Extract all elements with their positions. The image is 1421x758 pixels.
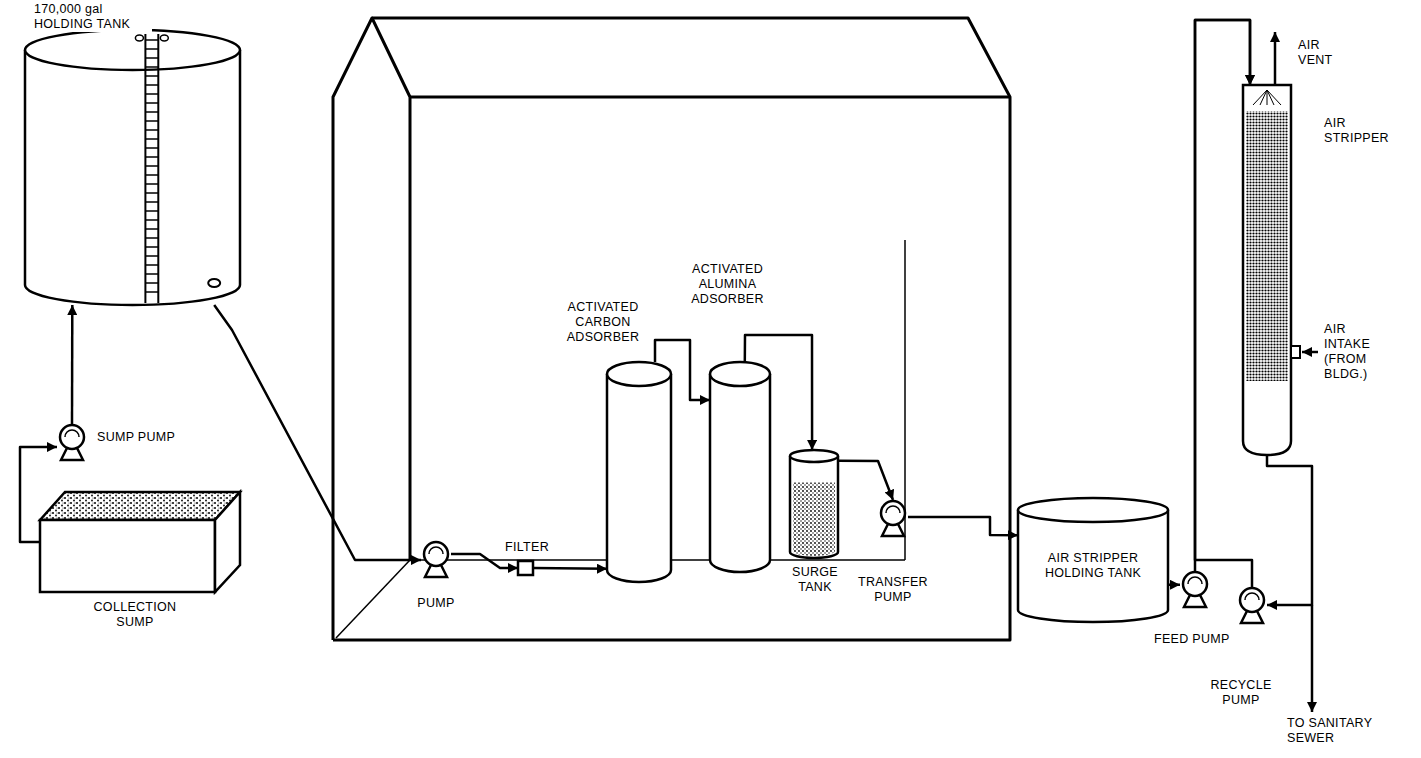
component-label: 170,000 gal HOLDING TANK (32, 2, 152, 32)
component-label: AIR STRIPPER (1322, 116, 1396, 146)
cyl-shape (607, 362, 671, 582)
component-label: ACTIVATED CARBON ADSORBER (558, 300, 648, 345)
pump-shape (424, 542, 448, 577)
shape-outline (1180, 571, 1210, 607)
vessel-shape: SURGE TANK (790, 450, 838, 558)
vessel-shape: COLLECTION SUMP (40, 492, 240, 592)
pump-symbol: SUMP PUMP (57, 424, 87, 460)
pump-shape (1240, 588, 1264, 623)
shape-outline (1237, 587, 1267, 623)
vessel-shape: 170,000 gal HOLDING TANK (25, 30, 240, 305)
component-label: SUMP PUMP (95, 430, 205, 445)
shape-outline (607, 362, 671, 582)
pump-symbol: FEED PUMP (1180, 571, 1210, 607)
vessel-shape: ACTIVATED CARBON ADSORBER (607, 362, 671, 582)
pump-shape (60, 425, 84, 460)
pipe-connector (71, 305, 74, 424)
pipe-connector (214, 305, 421, 560)
component-label: AIR STRIPPER HOLDING TANK (1032, 551, 1154, 581)
shape-outline (421, 541, 451, 577)
pump-symbol: RECYCLE PUMP (1237, 587, 1267, 623)
pipe-connector (838, 461, 893, 500)
component-label: FILTER (496, 540, 558, 555)
vessel-shape: AIR STRIPPER (1243, 85, 1291, 455)
pipe-connector (908, 517, 1018, 535)
component-label: COLLECTION SUMP (80, 600, 190, 630)
shape-outline (790, 450, 838, 558)
component-label: RECYCLE PUMP (1205, 678, 1277, 708)
component-label: ACTIVATED ALUMINA ADSORBER (680, 262, 775, 307)
pump-shape (881, 501, 905, 536)
pump-shape (1183, 572, 1207, 607)
vessel-shape: AIR STRIPPER HOLDING TANK (1018, 498, 1168, 622)
sump-shape (40, 492, 240, 592)
surge-shape (790, 450, 838, 558)
flow-label: AIR VENT (1296, 38, 1344, 68)
stripper-shape (1243, 85, 1300, 455)
shape-outline (878, 500, 908, 536)
pipe-connector (451, 554, 518, 568)
shape-outline (40, 492, 240, 592)
vessel-shape: ACTIVATED ALUMINA ADSORBER (710, 362, 770, 572)
vessel-shape: FILTER (518, 561, 533, 575)
cyl-shape (1018, 498, 1168, 622)
shape-outline (518, 561, 533, 575)
shape-outline (25, 30, 240, 305)
flow-label: TO SANITARY SEWER (1285, 716, 1397, 746)
filter-shape (518, 561, 533, 575)
pipe-connector (1267, 455, 1312, 605)
pump-symbol: TRANSFER PUMP (878, 500, 908, 536)
building-interior-lines (336, 240, 905, 638)
cyl-shape (710, 362, 770, 572)
shape-outline (1243, 85, 1291, 455)
shape-outline (57, 424, 87, 460)
pump-symbol: PUMP (421, 541, 451, 577)
component-label: PUMP (405, 596, 467, 611)
pipe-connector (533, 567, 607, 570)
tank-shape (25, 30, 240, 305)
component-label: FEED PUMP (1152, 632, 1234, 647)
shape-outline (710, 362, 770, 572)
pipe-connector (1168, 583, 1180, 586)
component-label: SURGE TANK (784, 565, 846, 595)
building-outline (333, 18, 1010, 640)
component-label: TRANSFER PUMP (850, 575, 936, 605)
flow-label: AIR INTAKE (FROM BLDG.) (1322, 322, 1384, 382)
